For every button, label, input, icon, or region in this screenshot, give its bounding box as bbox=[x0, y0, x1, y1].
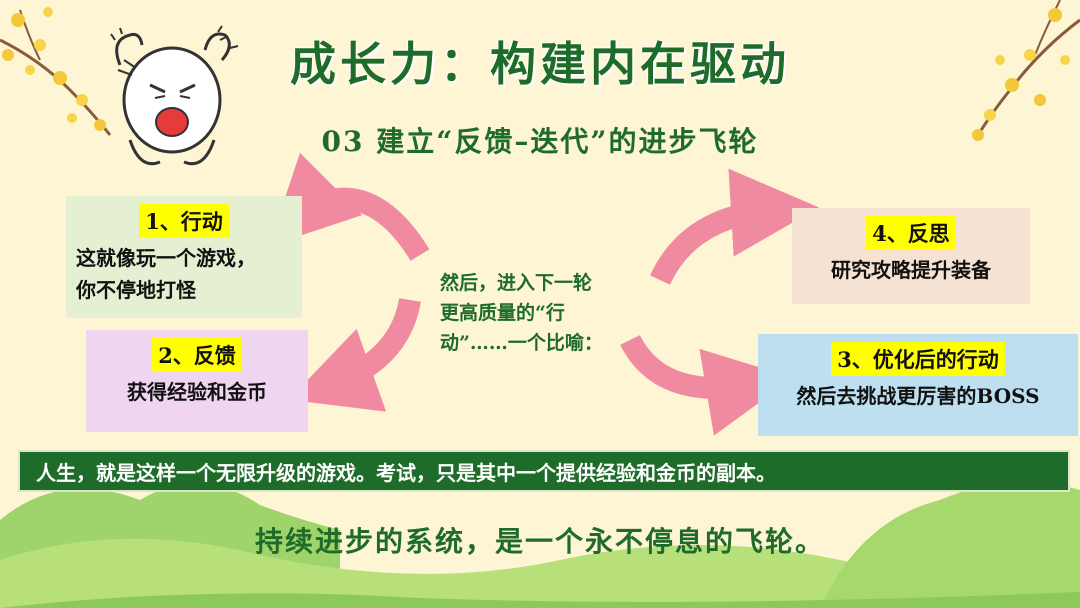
flower-branch-icon-right bbox=[972, 0, 1080, 141]
step-text: 然后去挑战更厉害的BOSS bbox=[796, 384, 1040, 408]
arrow-feedback-up bbox=[288, 297, 421, 412]
step-text: 获得经验和金币 bbox=[127, 380, 267, 404]
closing-statement: 持续进步的系统，是一个永不停息的飞轮。 bbox=[254, 525, 825, 558]
step-label: 3、优化后的行动 bbox=[831, 342, 1005, 376]
arrow-action-to-feedback-loop bbox=[268, 152, 430, 261]
flower-branch-icon bbox=[0, 7, 112, 136]
step-label: 4、反思 bbox=[866, 216, 956, 250]
step-label: 1、行动 bbox=[139, 204, 229, 238]
grass-hill-decoration-front bbox=[0, 538, 1080, 608]
section-subtitle: 03 建立“反馈–迭代”的进步飞轮 bbox=[321, 125, 759, 158]
angry-cartoon-character-icon bbox=[110, 25, 239, 166]
center-note-line: 然后，进入下一轮 bbox=[440, 272, 593, 294]
arrow-reflect-up bbox=[650, 168, 819, 285]
center-note: 然后，进入下一轮 更高质量的“行 动”……一个比喻： bbox=[440, 268, 660, 358]
step-text: 研究攻略提升装备 bbox=[831, 258, 991, 282]
step-text: 这就像玩一个游戏， bbox=[76, 246, 256, 270]
step-text: 你不停地打怪 bbox=[76, 278, 196, 302]
page-title: 成长力：构建内在驱动 bbox=[290, 37, 790, 91]
center-note-line: 更高质量的“行 bbox=[440, 302, 565, 324]
summary-banner: 人生，就是这样一个无限升级的游戏。考试，只是其中一个提供经验和金币的副本。 bbox=[18, 450, 1070, 492]
step-optimized-action-card: 3、优化后的行动 然后去挑战更厉害的BOSS bbox=[758, 334, 1078, 436]
step-action-card: 1、行动 这就像玩一个游戏， 你不停地打怪 bbox=[66, 196, 302, 318]
arrow-to-optimized-action bbox=[620, 334, 794, 436]
step-reflect-card: 4、反思 研究攻略提升装备 bbox=[792, 208, 1030, 304]
step-feedback-card: 2、反馈 获得经验和金币 bbox=[86, 330, 308, 432]
step-label: 2、反馈 bbox=[152, 338, 242, 372]
center-note-line: 动”……一个比喻： bbox=[440, 332, 603, 354]
